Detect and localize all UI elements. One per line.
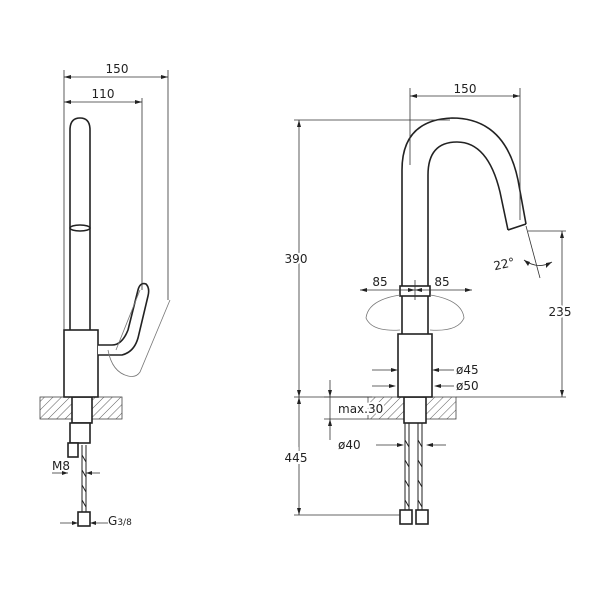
dim-thread-hose: G3/8: [108, 514, 132, 528]
front-body: [397, 333, 433, 398]
side-shank: [71, 396, 93, 424]
dim-counter-thickness: max.30: [338, 402, 383, 416]
dim-hose-length: 445: [285, 451, 308, 465]
front-outlet: [507, 223, 527, 231]
dim-side-reach-spout: 110: [92, 87, 115, 101]
dim-hole-diameter: ø40: [338, 438, 361, 452]
side-hose-nut: [77, 511, 91, 527]
front-hose-nut-right: [415, 509, 429, 525]
dim-thread-inlet: M8: [52, 459, 70, 473]
dim-front-reach: 150: [454, 82, 477, 96]
front-shank: [403, 396, 427, 424]
side-lever-ghost: [107, 299, 171, 377]
front-hoses: [404, 423, 423, 512]
dim-spout-height: 235: [549, 305, 572, 319]
side-lever: [98, 282, 150, 356]
dim-total-height: 390: [285, 252, 308, 266]
dim-lever-left: 85: [372, 275, 387, 289]
dim-body-diameter-large: ø50: [456, 379, 479, 393]
side-hose: [81, 445, 87, 520]
side-spout: [69, 117, 91, 330]
front-lever-ghost-left: [365, 294, 401, 331]
side-view: 150 110 M8 G3/8: [39, 62, 171, 528]
side-body: [63, 329, 99, 398]
dim-spout-angle: 22°: [492, 255, 516, 273]
front-spout-outer: [401, 117, 527, 340]
dim-body-diameter-small: ø45: [456, 363, 479, 377]
side-outlet: [69, 224, 91, 232]
front-hose-nut-left: [399, 509, 413, 525]
front-lever-ghost-right: [429, 294, 465, 331]
dim-lever-right: 85: [434, 275, 449, 289]
dim-side-reach-overall: 150: [106, 62, 129, 76]
front-view: 150 390 445 235 22° 85 85: [283, 82, 573, 525]
front-spout-inner: [427, 141, 509, 340]
